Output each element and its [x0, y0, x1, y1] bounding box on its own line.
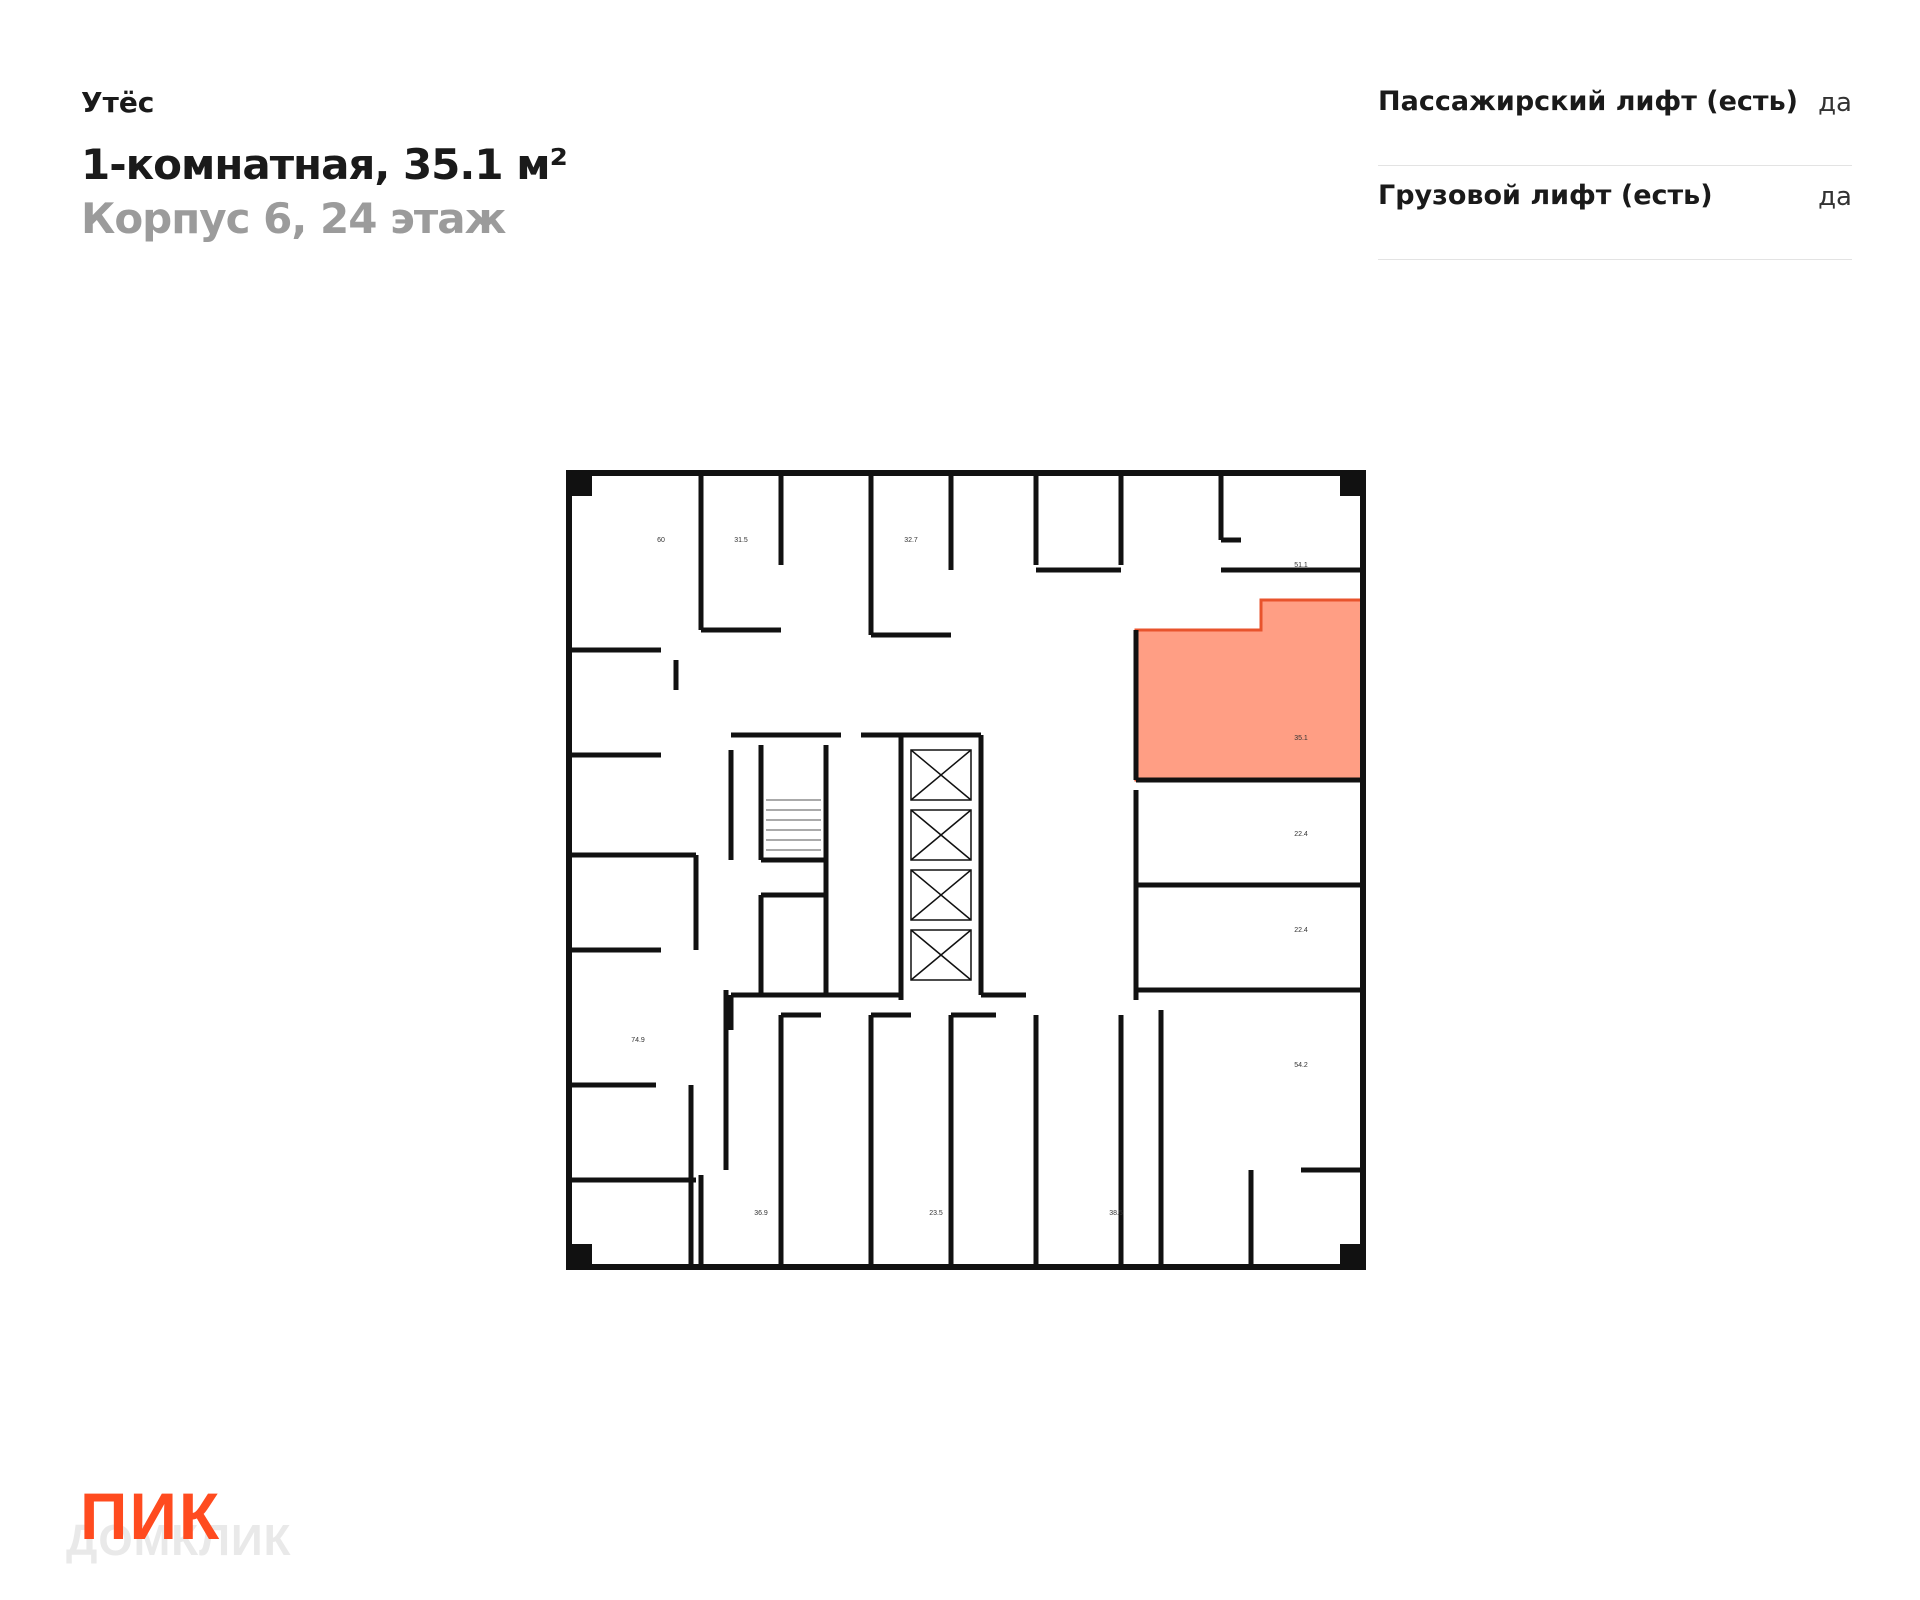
apartment-title: 1-комнатная, 35.1 м² [81, 140, 568, 189]
elevators [910, 749, 972, 981]
area-label: 22.4 [1294, 831, 1308, 838]
project-name: Утёс [81, 86, 155, 119]
area-label: 31.5 [734, 537, 748, 544]
floor-plan: 60 31.5 32.7 51.1 35.1 22.4 22.4 74.9 54… [566, 470, 1366, 1270]
interior-walls [566, 470, 1366, 1270]
pik-logo: ПИК [80, 1479, 222, 1553]
area-label: 36.9 [754, 1210, 768, 1217]
area-labels: 60 31.5 32.7 51.1 35.1 22.4 22.4 74.9 54… [631, 537, 1308, 1217]
brand-logo: ДОМКЛИК ПИК [66, 1470, 426, 1565]
apartment-location: Корпус 6, 24 этаж [81, 194, 506, 243]
features-list: Пассажирский лифт (есть) да Грузовой лиф… [1378, 72, 1852, 260]
area-label: 74.9 [631, 1037, 645, 1044]
outer-walls [566, 470, 1366, 1270]
area-label: 35.1 [1294, 735, 1308, 742]
domclick-watermark: ДОМКЛИК [66, 1516, 292, 1565]
selected-apartment[interactable] [1134, 598, 1366, 782]
area-label: 32.7 [904, 537, 918, 544]
area-label: 22.4 [1294, 927, 1308, 934]
area-label: 51.1 [1294, 562, 1308, 569]
feature-freight-lift: Грузовой лифт (есть) да [1378, 166, 1852, 260]
feature-value: да [1818, 88, 1852, 118]
stairs [766, 799, 821, 851]
area-label: 54.2 [1294, 1062, 1308, 1069]
area-label: 38.5 [1109, 1210, 1123, 1217]
area-label: 23.5 [929, 1210, 943, 1217]
feature-passenger-lift: Пассажирский лифт (есть) да [1378, 72, 1852, 166]
feature-value: да [1818, 182, 1852, 212]
feature-label: Пассажирский лифт (есть) [1378, 86, 1798, 117]
feature-label: Грузовой лифт (есть) [1378, 180, 1713, 211]
area-label: 60 [657, 537, 665, 544]
